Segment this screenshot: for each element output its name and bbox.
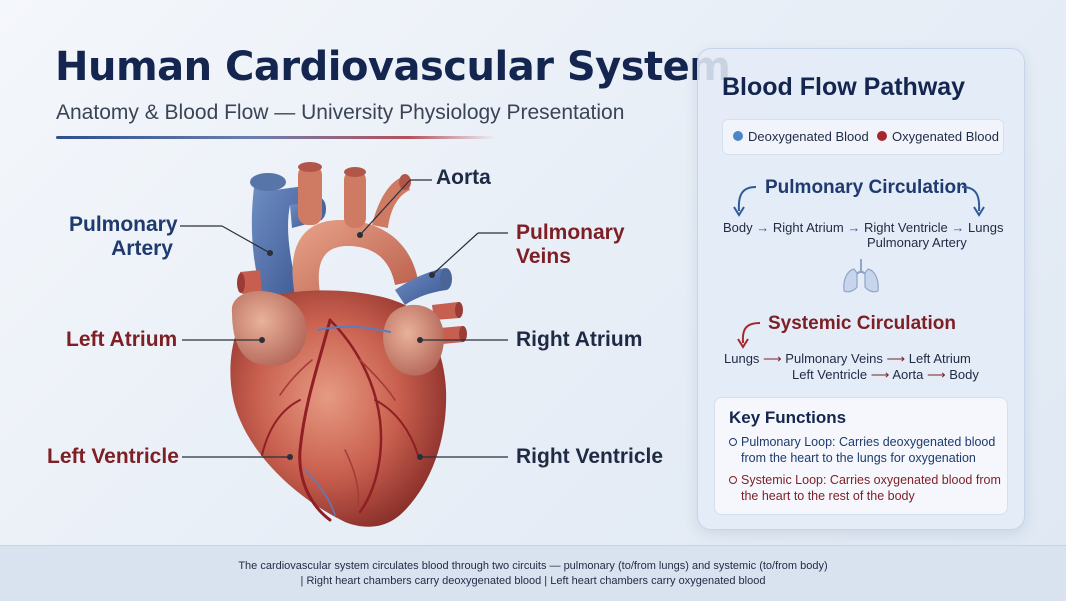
- label-pulmonary-veins-line1: Pulmonary: [516, 221, 625, 244]
- panel-title: Blood Flow Pathway: [722, 73, 966, 101]
- bullet-icon: [729, 438, 737, 446]
- leader-lines: [180, 179, 508, 458]
- label-left-ventricle: Left Ventricle: [47, 445, 179, 468]
- legend-deoxygenated: Deoxygenated Blood: [748, 129, 869, 144]
- leader-dots: [259, 232, 435, 460]
- arrow-right-icon: ⟶: [870, 367, 893, 382]
- key-functions-title: Key Functions: [729, 408, 847, 427]
- arrow-right-icon: ⟶: [763, 351, 786, 366]
- label-aorta: Aorta: [436, 166, 491, 189]
- label-pulmonary-veins: Pulmonary Veins: [516, 221, 625, 269]
- deoxygenated-dot-icon: [733, 131, 743, 141]
- aorta-vessel: [292, 162, 418, 305]
- label-right-ventricle: Right Ventricle: [516, 445, 664, 468]
- flow-step-aorta: Aorta: [892, 367, 924, 382]
- key-function-text: Pulmonary Loop: Carries deoxygenated blo…: [741, 435, 996, 465]
- label-pulmonary-artery-line1: Pulmonary: [69, 213, 178, 236]
- pulmonary-flow-sub: Pulmonary Artery: [867, 235, 967, 250]
- label-pulmonary-artery: Pulmonary Artery: [69, 213, 178, 261]
- flow-step-right-ventricle: Right Ventricle: [863, 220, 948, 235]
- key-function-text: Systemic Loop: Carries oxygenated blood …: [741, 473, 1001, 503]
- systemic-flow-line2: Left Ventricle ⟶ Aorta ⟶ Body: [792, 367, 979, 382]
- key-function-item: Pulmonary Loop: Carries deoxygenated blo…: [729, 434, 1003, 466]
- flow-step-pulmonary-veins: Pulmonary Veins: [785, 351, 883, 366]
- pulmonary-flow: Body → Right Atrium → Right Ventricle → …: [723, 220, 1003, 235]
- key-function-item: Systemic Loop: Carries oxygenated blood …: [729, 472, 1003, 504]
- bullet-icon: [729, 476, 737, 484]
- page-subtitle: Anatomy & Blood Flow — University Physio…: [56, 101, 625, 124]
- flow-step-lungs: Lungs: [724, 351, 760, 366]
- systemic-flow-line1: Lungs ⟶ Pulmonary Veins ⟶ Left Atrium: [724, 351, 971, 366]
- page-title: Human Cardiovascular System: [55, 44, 731, 90]
- curved-arrow-left-icon: [733, 186, 757, 217]
- footer-caption: The cardiovascular system circulates blo…: [0, 545, 1066, 601]
- flow-step-left-atrium: Left Atrium: [908, 351, 971, 366]
- blood-flow-panel: Blood Flow Pathway Deoxygenated Blood Ox…: [697, 48, 1025, 530]
- title-divider: [56, 136, 496, 139]
- flow-step-body: Body: [723, 220, 753, 235]
- arrow-right-icon: →: [951, 220, 969, 235]
- arrow-right-icon: ⟶: [927, 367, 950, 382]
- label-left-atrium: Left Atrium: [66, 328, 178, 351]
- flow-step-right-atrium: Right Atrium: [772, 220, 844, 235]
- left-atrium-shape: [231, 290, 307, 366]
- label-pulmonary-veins-line2: Veins: [516, 245, 571, 268]
- arrow-right-icon: ⟶: [886, 351, 909, 366]
- legend-oxygenated: Oxygenated Blood: [892, 129, 999, 144]
- curved-arrow-red-icon: [737, 322, 761, 349]
- right-atrium-shape: [383, 304, 444, 376]
- blood-legend: Deoxygenated Blood Oxygenated Blood: [722, 119, 1004, 155]
- oxygenated-dot-icon: [877, 131, 887, 141]
- arrow-right-icon: →: [847, 220, 864, 235]
- flow-step-lungs: Lungs: [968, 220, 1004, 235]
- arrow-right-icon: →: [756, 220, 773, 235]
- label-right-atrium: Right Atrium: [516, 328, 643, 351]
- footer-line-2: | Right heart chambers carry deoxygenate…: [300, 575, 766, 587]
- footer-line-1: The cardiovascular system circulates blo…: [238, 560, 828, 572]
- heart-illustration: [180, 162, 508, 527]
- coronary-vessels: [261, 318, 419, 522]
- systemic-circulation-title: Systemic Circulation: [768, 313, 956, 334]
- key-functions-box: Key Functions Pulmonary Loop: Carries de…: [714, 397, 1008, 515]
- pulmonary-circulation-title: Pulmonary Circulation: [765, 177, 968, 198]
- label-pulmonary-artery-line2: Artery: [111, 237, 173, 260]
- curved-arrow-right-icon: [961, 186, 985, 217]
- flow-step-left-ventricle: Left Ventricle: [792, 367, 868, 382]
- lungs-icon: [843, 259, 879, 293]
- flow-step-body: Body: [949, 367, 979, 382]
